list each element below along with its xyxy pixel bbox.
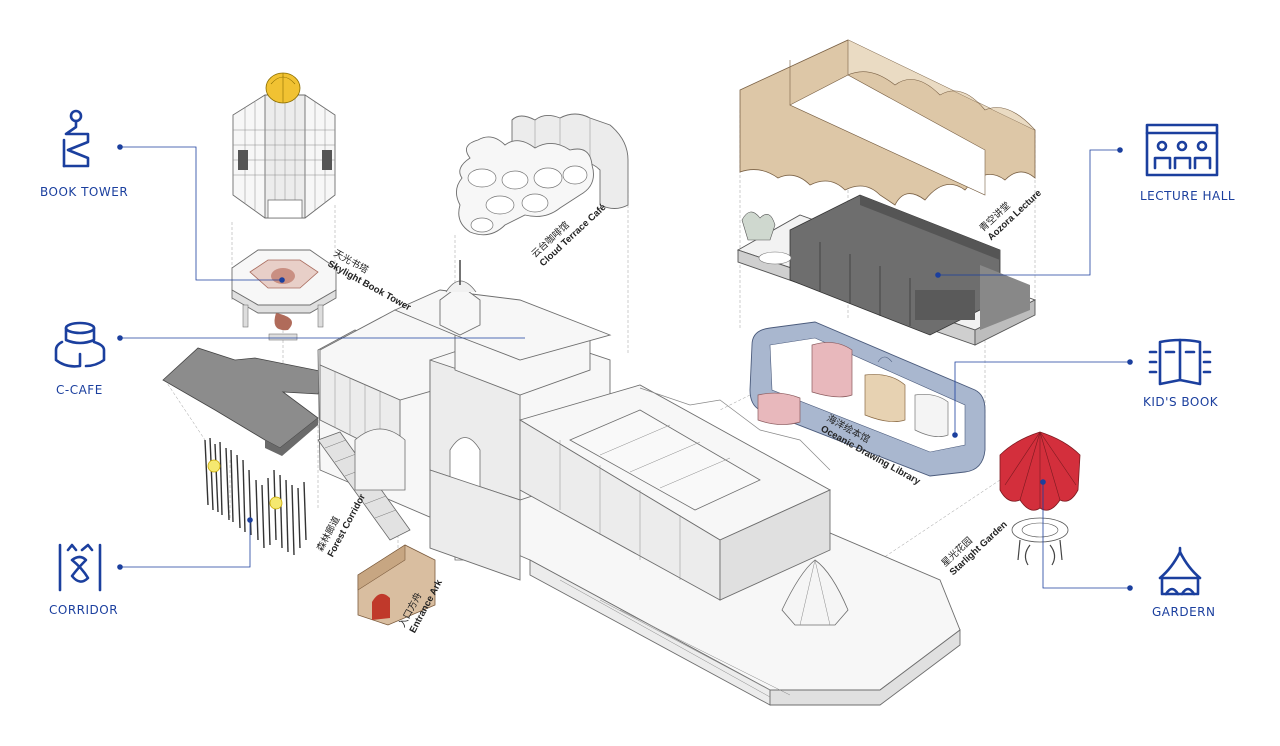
stacked-cylinders-icon — [54, 321, 106, 368]
skylight-book-tower-model — [231, 72, 337, 341]
open-book-icon — [1148, 338, 1212, 386]
icon-block-book-tower: BOOK TOWER — [40, 109, 128, 199]
label-c-cafe: C-CAFE — [56, 383, 103, 397]
entrance-ark-model — [357, 544, 436, 626]
label-corridor: CORRIDOR — [49, 603, 118, 617]
icon-block-corridor: CORRIDOR — [49, 543, 118, 617]
label-lecture-hall: LECTURE HALL — [1140, 189, 1235, 203]
callout-starlight: 星光花园 Starlight Garden — [939, 519, 1010, 578]
icon-block-c-cafe: C-CAFE — [54, 321, 106, 397]
pavilion-icon — [1158, 546, 1202, 596]
entrance-ark-door — [372, 593, 390, 620]
aozora-lecture-model — [736, 39, 1037, 346]
oceanic-library-model — [749, 321, 986, 477]
label-kids-book: KID'S BOOK — [1143, 395, 1219, 409]
main-building — [317, 260, 961, 706]
callout-skylight: 天光书塔 Skylight Book Tower — [326, 247, 413, 313]
corridor-icon — [58, 543, 102, 592]
lecture-hall-icon — [1145, 123, 1219, 177]
icon-block-lecture-hall: LECTURE HALL — [1140, 123, 1235, 203]
spiral-tower-icon — [62, 109, 90, 168]
cloud-terrace-cafe-model — [456, 113, 629, 236]
forest-corridor-model — [162, 347, 326, 556]
callout-aozora: 青空讲堂 Aozora Lecture — [977, 188, 1044, 243]
label-garden: GARDERN — [1152, 605, 1215, 619]
starlight-garden-model — [999, 431, 1081, 566]
leader-lines — [117, 144, 1133, 591]
library-pink-room — [811, 342, 853, 398]
callout-forest: 森林廊道 Forest Corridor — [314, 492, 368, 559]
label-book-tower: BOOK TOWER — [40, 185, 128, 199]
icon-block-garden: GARDERN — [1152, 546, 1215, 619]
icon-block-kids-book: KID'S BOOK — [1143, 338, 1219, 409]
